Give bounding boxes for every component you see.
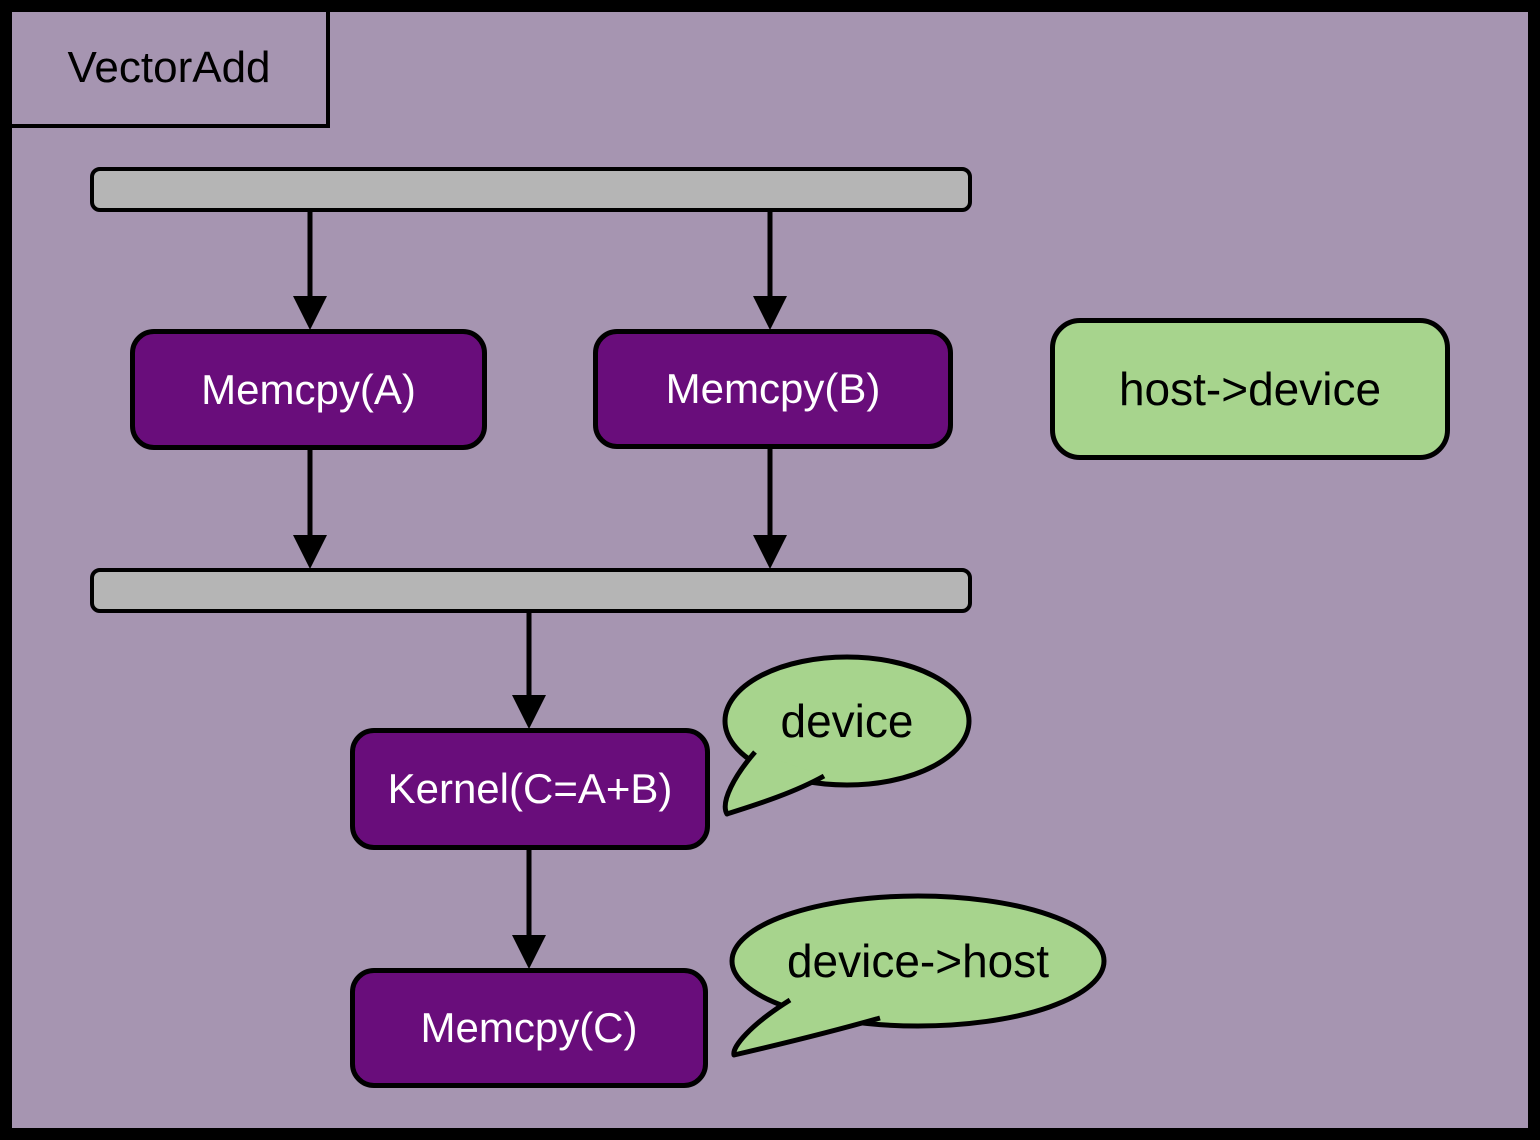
node-memcpy-b: Memcpy(B) [593,329,953,449]
host-device-legend-label: host->device [1118,363,1382,415]
edges-and-bubbles-layer [293,210,1107,1058]
diagram-title: VectorAdd [12,12,330,128]
sync-bar-join [90,568,972,613]
arrow-joinbar-to-kernel [512,612,546,729]
node-kernel: Kernel(C=A+B) [350,728,710,850]
node-memcpy-c: Memcpy(C) [350,968,708,1088]
arrow-startbar-to-memcpy-a [293,210,327,330]
node-memcpy-b-label: Memcpy(B) [665,365,881,412]
sync-bar-start [90,167,972,212]
node-kernel-label: Kernel(C=A+B) [387,765,673,812]
node-memcpy-a: Memcpy(A) [130,329,487,450]
device-host-callout-label: device->host [786,935,1050,987]
node-memcpy-a-label: Memcpy(A) [201,365,416,413]
device-host-callout-bubble [729,893,1107,1058]
device-callout-label: device [780,695,914,747]
diagram-title-label: VectorAdd [67,43,271,92]
arrow-memcpy-b-to-joinbar [753,448,787,569]
node-memcpy-c-label: Memcpy(C) [420,1004,638,1051]
arrow-memcpy-a-to-joinbar [293,450,327,569]
host-device-legend: host->device [1050,318,1450,460]
device-callout-bubble [722,654,972,817]
diagram-canvas: VectorAdd Memcpy(A) Memcpy(B) Kernel(C=A… [12,12,1528,1128]
arrow-startbar-to-memcpy-b [753,210,787,330]
arrow-kernel-to-memcpy-c [512,850,546,969]
